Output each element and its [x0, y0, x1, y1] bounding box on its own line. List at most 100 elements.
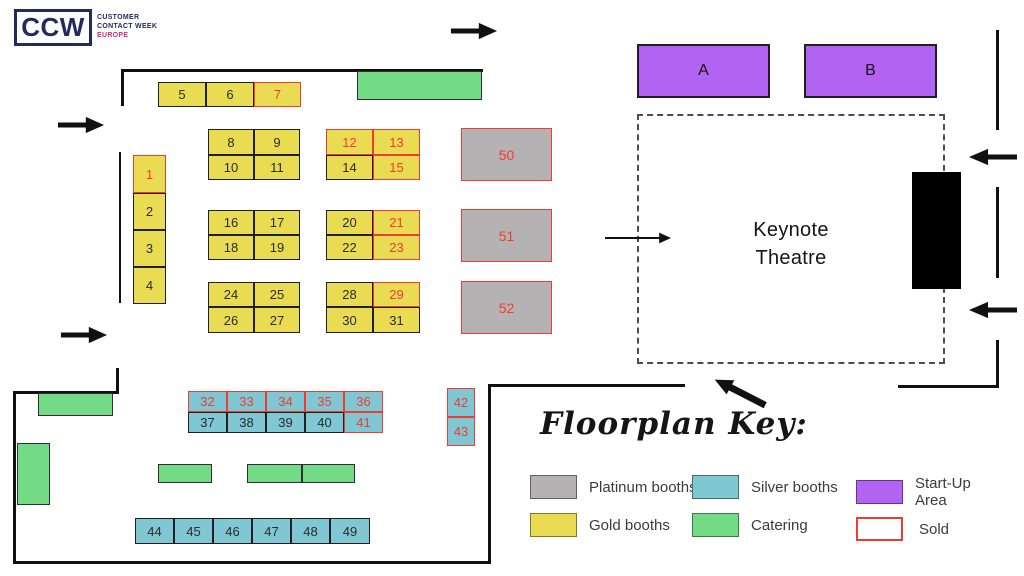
startup-area-a: A	[637, 44, 770, 98]
booth-12: 12	[326, 129, 373, 155]
catering-area	[38, 393, 113, 416]
booth-19: 19	[254, 235, 300, 260]
legend-item-gold-booths: Gold booths	[530, 513, 670, 537]
legend-item-platinum-booths: Platinum booths	[530, 475, 697, 499]
keynote-direction-arrow-icon	[712, 374, 768, 408]
legend-swatch-silver	[692, 475, 739, 499]
booth-52: 52	[461, 281, 552, 334]
booth-47: 47	[252, 518, 291, 544]
booth-45: 45	[174, 518, 213, 544]
wall-bottom	[13, 561, 491, 564]
startup-area-b: B	[804, 44, 937, 98]
legend-swatch-startup	[856, 480, 903, 504]
legend-swatch-platinum	[530, 475, 577, 499]
legend-label: Platinum booths	[589, 478, 697, 496]
wall-top	[121, 69, 483, 72]
booth-7: 7	[254, 82, 301, 107]
booth-35: 35	[305, 391, 344, 412]
booth-28: 28	[326, 282, 373, 307]
entrance-arrow-left-upper-icon	[57, 116, 105, 134]
booth-23: 23	[373, 235, 420, 260]
booth-49: 49	[330, 518, 370, 544]
ccw-logo-mark: CCW	[21, 12, 85, 42]
legend-title: Floorplan Key:	[540, 406, 808, 442]
booth-41: 41	[344, 412, 383, 433]
wall-top-stub	[121, 69, 124, 106]
booth-5: 5	[158, 82, 206, 107]
booth-46: 46	[213, 518, 252, 544]
legend-swatch-gold	[530, 513, 577, 537]
legend-item-sold: Sold	[856, 517, 949, 541]
booth-29: 29	[373, 282, 420, 307]
booth-15: 15	[373, 155, 420, 180]
booth-42: 42	[447, 388, 475, 417]
legend-item-catering: Catering	[692, 513, 808, 537]
booth-38: 38	[227, 412, 266, 433]
booth-11: 11	[254, 155, 300, 180]
booth-1: 1	[133, 155, 166, 193]
wall-lower-stub	[116, 368, 119, 394]
keynote-theatre: Keynote Theatre	[637, 114, 945, 364]
stage-block	[912, 172, 961, 289]
wall-lower-room-right	[488, 384, 491, 564]
wall-mid-horizontal	[489, 384, 685, 387]
booth-17: 17	[254, 210, 300, 235]
booth-27: 27	[254, 307, 300, 333]
booth-26: 26	[208, 307, 254, 333]
booth-34: 34	[266, 391, 305, 412]
legend-swatch-sold	[856, 517, 903, 541]
booth-20: 20	[326, 210, 373, 235]
booth-40: 40	[305, 412, 344, 433]
legend-item-start-up-area: Start-Up Area	[856, 475, 981, 509]
entrance-arrow-top-icon	[450, 22, 498, 40]
entrance-arrow-left-lower-icon	[60, 326, 108, 344]
catering-area	[17, 443, 50, 505]
ccw-logo-text: CUSTOMER CONTACT WEEK EUROPE	[97, 9, 157, 40]
wall-right-middle	[996, 187, 999, 278]
booth-31: 31	[373, 307, 420, 333]
legend-label: Catering	[751, 516, 808, 534]
legend-swatch-catering	[692, 513, 739, 537]
booth-16: 16	[208, 210, 254, 235]
wall-left-column	[119, 152, 121, 303]
booth-13: 13	[373, 129, 420, 155]
wall-bottom-right	[898, 385, 999, 388]
logo-line-customer: CUSTOMER	[97, 14, 140, 21]
catering-area	[247, 464, 302, 483]
logo-line-contact-week: CONTACT WEEK	[97, 23, 158, 30]
keynote-theatre-label: Keynote Theatre	[753, 219, 829, 269]
booth-22: 22	[326, 235, 373, 260]
legend-label: Sold	[919, 520, 950, 538]
booth-32: 32	[188, 391, 227, 412]
legend-label: Start-Up Area	[915, 475, 971, 509]
legend-label: Silver booths	[751, 478, 838, 496]
booth-8: 8	[208, 129, 254, 155]
booth-30: 30	[326, 307, 373, 333]
entrance-arrow-right-upper-icon	[968, 148, 1018, 166]
catering-area	[357, 71, 482, 100]
booth-4: 4	[133, 267, 166, 304]
entrance-arrow-right-lower-icon	[968, 301, 1018, 319]
booth-6: 6	[206, 82, 254, 107]
booth-3: 3	[133, 230, 166, 267]
booth-33: 33	[227, 391, 266, 412]
booth-43: 43	[447, 417, 475, 446]
wall-lower-room-left	[13, 391, 16, 564]
booth-48: 48	[291, 518, 330, 544]
booth-24: 24	[208, 282, 254, 307]
wall-lower-room-top	[13, 391, 119, 394]
booth-50: 50	[461, 128, 552, 181]
catering-area	[302, 464, 355, 483]
booth-44: 44	[135, 518, 174, 544]
booth-37: 37	[188, 412, 227, 433]
catering-area	[158, 464, 212, 483]
booth-2: 2	[133, 193, 166, 230]
booth-21: 21	[373, 210, 420, 235]
legend-label: Gold booths	[589, 516, 670, 534]
ccw-logo-frame: CCW	[14, 9, 92, 46]
booth-14: 14	[326, 155, 373, 180]
ccw-logo: CCW CUSTOMER CONTACT WEEK EUROPE	[14, 9, 157, 46]
keynote-entrance-arrow-icon	[605, 230, 671, 246]
booth-36: 36	[344, 391, 383, 412]
